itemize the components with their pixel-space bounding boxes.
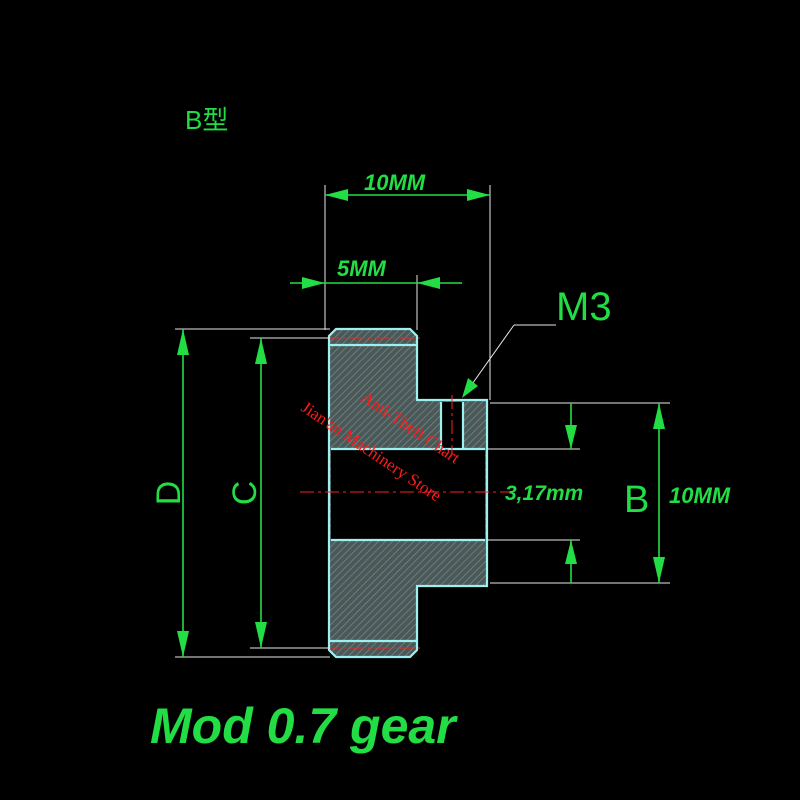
gear-outline: [327, 327, 489, 659]
dim-c-label: C: [226, 481, 264, 506]
extension-lines: [175, 185, 670, 658]
gear-section: [329, 329, 487, 657]
dim-hub-width: 5MM: [290, 256, 462, 289]
dim-bore: 3,17mm: [505, 403, 583, 583]
dim-d: D: [150, 329, 189, 657]
dim-d-label: D: [150, 481, 188, 506]
type-label: B型: [185, 105, 228, 135]
dim-hub-width-label: 5MM: [337, 256, 387, 281]
dim-total-width-label: 10MM: [364, 170, 426, 195]
thread-label: M3: [556, 285, 612, 329]
dim-total-width: 10MM: [325, 170, 490, 201]
thread-callout: M3: [462, 285, 612, 398]
dim-c: C: [226, 338, 267, 648]
dim-bore-label: 3,17mm: [505, 482, 583, 505]
dim-b-letter: B: [624, 479, 649, 521]
dim-b: B 10MM: [624, 403, 731, 583]
caption: Mod 0.7 gear: [150, 698, 458, 754]
bore-channel: [331, 449, 485, 540]
dim-b-value: 10MM: [669, 483, 731, 508]
